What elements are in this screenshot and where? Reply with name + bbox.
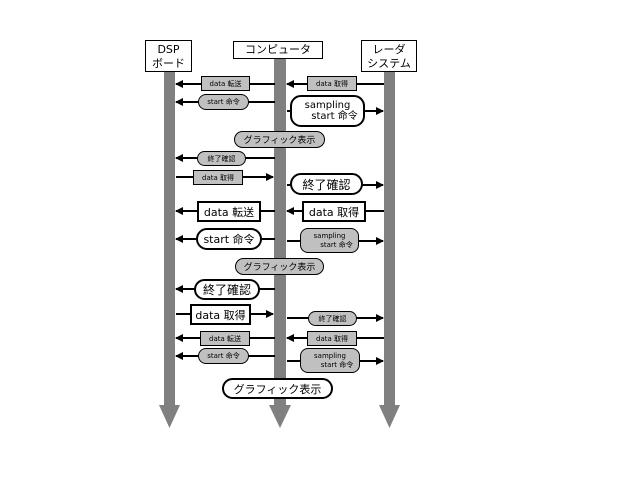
radar-system-header-line2: システム bbox=[367, 57, 411, 70]
step-data-acquire: data 取得 bbox=[307, 76, 357, 91]
step-sampling-start-command: sampling start 命令 bbox=[300, 228, 359, 253]
step-end-confirm: 終了確認 bbox=[290, 173, 363, 195]
computer-header: コンピュータ bbox=[233, 41, 323, 59]
step-data-acquire: data 取得 bbox=[193, 170, 243, 185]
step-end-confirm: 終了確認 bbox=[197, 151, 246, 166]
step-data-acquire: data 取得 bbox=[302, 201, 366, 222]
step-data-acquire: data 取得 bbox=[190, 304, 251, 325]
step-data-transfer: data 転送 bbox=[197, 201, 261, 222]
step-start-command: start 命令 bbox=[198, 348, 249, 364]
step-graphic-display: グラフィック表示 bbox=[235, 258, 324, 275]
radar-system-header: レーダ システム bbox=[361, 40, 417, 72]
step-end-confirm: 終了確認 bbox=[194, 279, 260, 300]
step-sampling-start-command: sampling start 命令 bbox=[290, 95, 365, 127]
step-graphic-display: グラフィック表示 bbox=[222, 378, 333, 399]
computer-header-line1: コンピュータ bbox=[245, 43, 311, 56]
step-sampling-line1: sampling bbox=[313, 232, 346, 241]
dsp-board-header: DSP ボード bbox=[145, 40, 192, 72]
step-sampling-line2: start 命令 bbox=[320, 240, 353, 249]
step-start-command: start 命令 bbox=[196, 228, 262, 250]
step-graphic-display: グラフィック表示 bbox=[234, 131, 325, 148]
computer-lifeline-arrowhead bbox=[269, 405, 291, 428]
radar-lifeline bbox=[384, 70, 395, 408]
step-end-confirm: 終了確認 bbox=[308, 311, 357, 326]
computer-lifeline bbox=[274, 58, 286, 408]
step-data-transfer: data 転送 bbox=[200, 331, 250, 346]
step-start-command: start 命令 bbox=[198, 94, 249, 110]
step-sampling-line2: start 命令 bbox=[320, 360, 354, 369]
radar-system-header-line1: レーダ bbox=[372, 43, 406, 56]
dsp-board-header-line2: ボード bbox=[152, 57, 185, 70]
step-sampling-line1: sampling bbox=[314, 352, 346, 361]
step-data-acquire: data 取得 bbox=[307, 331, 357, 346]
dsp-lifeline-arrowhead bbox=[159, 405, 180, 428]
dsp-lifeline bbox=[164, 62, 175, 408]
step-sampling-start-command: sampling start 命令 bbox=[300, 348, 360, 373]
step-sampling-line2: start 命令 bbox=[311, 111, 358, 122]
radar-lifeline-arrowhead bbox=[379, 405, 400, 428]
step-data-transfer: data 転送 bbox=[201, 76, 250, 91]
step-sampling-line1: sampling bbox=[304, 99, 351, 111]
dsp-board-header-line1: DSP bbox=[157, 43, 180, 56]
